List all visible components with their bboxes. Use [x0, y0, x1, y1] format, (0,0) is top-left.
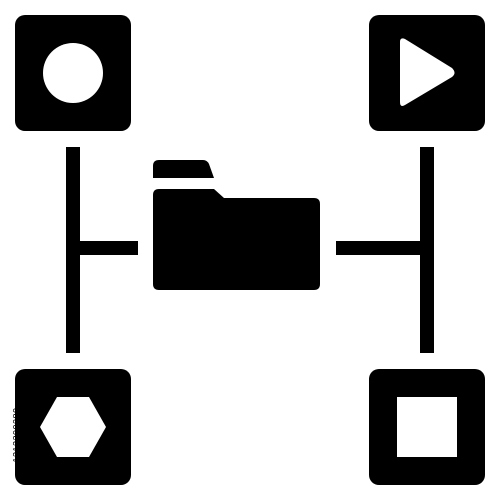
- circle-node-icon: [15, 15, 131, 131]
- square-node-icon: [369, 369, 485, 485]
- left-connector-line: [66, 147, 138, 353]
- play-node-icon: [369, 15, 485, 131]
- folder-icon: [153, 160, 320, 290]
- hexagon-node-icon: [15, 369, 131, 485]
- right-connector-line: [336, 147, 434, 353]
